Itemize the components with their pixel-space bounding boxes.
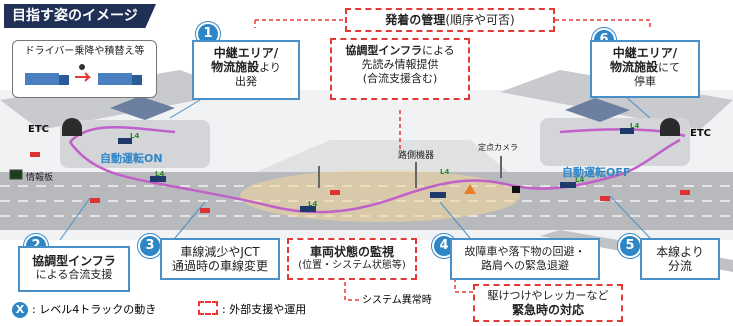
l4-tag: L4 — [630, 122, 640, 130]
banner-normal: (順序や可否) — [445, 13, 515, 27]
l4-tag: L4 — [575, 176, 585, 184]
l4-tag: L4 — [130, 132, 140, 140]
l4-tag: L4 — [308, 200, 318, 208]
emergency-line1: 駆けつけやレッカーなど — [487, 289, 609, 302]
legend-step-text: : レベル4トラックの動き — [32, 303, 157, 316]
step-4-box: 故障車や落下物の回避・ 路肩への緊急退避 — [450, 238, 600, 280]
center-line3: (合流支援含む) — [362, 72, 438, 85]
step-6-line3: 停車 — [634, 75, 656, 88]
fixed-camera-label: 定点カメラ — [478, 143, 518, 152]
step-1-line3: 出発 — [235, 75, 257, 88]
step-5-box: 本線より 分流 — [640, 238, 720, 280]
step-5-line1: 本線より — [656, 245, 704, 259]
step-2-line2: による合流支援 — [35, 268, 113, 281]
info-board-label: 情報板 — [26, 173, 54, 183]
step-1-box: 中継エリア/ 物流施設より 出発 — [192, 40, 300, 100]
system-fault-label: システム異常時 — [362, 295, 432, 306]
step-6-line1: 中継エリア/ — [612, 46, 678, 60]
legend-dashed-text: : 外部支援や運用 — [222, 303, 307, 316]
etc-left-label: ETC — [28, 124, 49, 135]
legend-dashed-swatch — [198, 301, 218, 315]
vehicle-monitoring-box: 車両状態の監視 (位置・システム状態等) — [287, 238, 417, 280]
driver-box-text: ドライバー乗降や積替え等 — [24, 46, 145, 57]
step-3-line1: 車線減少やJCT — [180, 245, 260, 259]
monitor-line2: (位置・システム状態等) — [298, 260, 406, 271]
step-2-box: 協調型インフラ による合流支援 — [18, 246, 130, 292]
driver-box: ドライバー乗降や積替え等 — [12, 40, 157, 98]
step-2-line1: 協調型インフラ — [32, 254, 116, 268]
l4-tag: L4 — [440, 168, 450, 176]
step-6-line2: 物流施設 — [609, 60, 658, 74]
step-1-line1: 中継エリア/ — [213, 46, 279, 60]
step-6-box: 中継エリア/ 物流施設にて 停車 — [590, 40, 700, 98]
etc-right-label: ETC — [690, 128, 711, 139]
emergency-response-box: 駆けつけやレッカーなど 緊急時の対応 — [473, 284, 623, 322]
cooperative-infra-box: 協調型インフラによる 先読み情報提供 (合流支援含む) — [330, 38, 470, 100]
legend-step-badge: X — [12, 302, 28, 318]
banner-bold: 発着の管理 — [385, 13, 446, 27]
step-1-line2: 物流施設 — [211, 60, 260, 74]
roadside-device-label: 路側機器 — [398, 151, 435, 161]
step-3-line2: 通過時の車線変更 — [171, 259, 268, 273]
auto-on-label: 自動運転ON — [100, 152, 163, 165]
l4-tag: L4 — [155, 170, 165, 178]
truck-transfer-illustration — [24, 64, 142, 85]
center-line1-normal: による — [422, 44, 455, 57]
step-4-line2: 路肩への緊急退避 — [481, 259, 569, 272]
monitor-line1: 車両状態の監視 — [309, 245, 394, 259]
step-1-line2-suffix: より — [259, 61, 281, 74]
center-line1-bold: 協調型インフラ — [345, 44, 422, 57]
emergency-line2: 緊急時の対応 — [511, 303, 584, 317]
center-line2: 先読み情報提供 — [361, 58, 439, 71]
auto-off-label: 自動運転OFF — [562, 166, 631, 179]
step-3-box: 車線減少やJCT 通過時の車線変更 — [160, 238, 280, 280]
departure-arrival-management-box: 発着の管理(順序や可否) — [345, 8, 555, 32]
page-title: 目指す姿のイメージ — [4, 4, 156, 28]
step-6-line2-suffix: にて — [658, 61, 680, 74]
step-5-badge: 5 — [618, 234, 642, 258]
step-5-line2: 分流 — [667, 259, 692, 273]
step-4-line1: 故障車や落下物の回避・ — [464, 245, 586, 258]
step-3-badge: 3 — [138, 234, 162, 258]
